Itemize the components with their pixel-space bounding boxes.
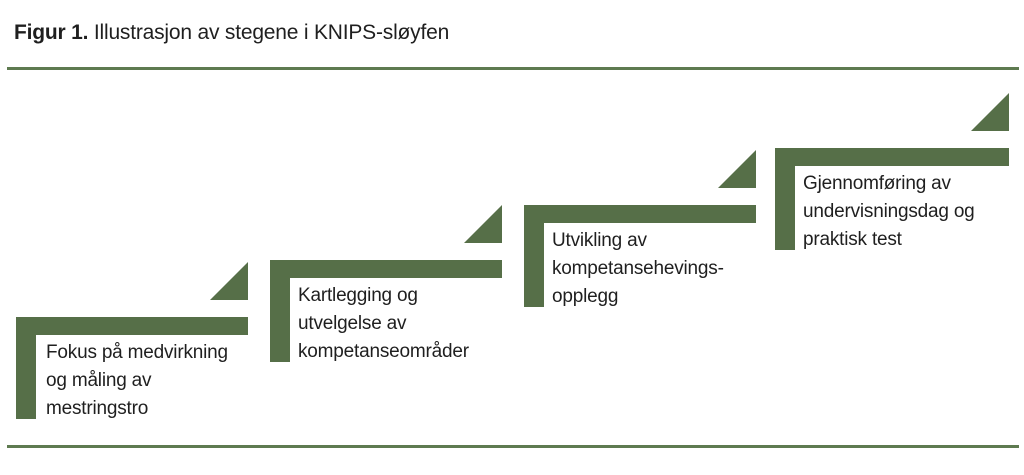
step-4-label: Gjennomføring av undervisningsdag og pra… xyxy=(803,170,1021,254)
figure-title: Figur 1. Illustrasjon av stegene i KNIPS… xyxy=(14,20,449,46)
step-4-vertical-bar xyxy=(775,148,795,250)
step-1-label: Fokus på medvirkning og måling av mestri… xyxy=(46,339,264,423)
step-3-vertical-bar xyxy=(524,205,544,307)
step-2-label-line: kompetanseområder xyxy=(298,341,469,362)
step-3-horizontal-bar xyxy=(524,205,756,223)
step-3-arrow-triangle-icon xyxy=(718,150,756,188)
step-2-label-line: utvelgelse av xyxy=(298,313,407,334)
figure-title-text: Illustrasjon av stegene i KNIPS-sløyfen xyxy=(88,21,450,44)
figure-number-label: Figur 1. xyxy=(14,21,89,44)
step-1-arrow-triangle-icon xyxy=(210,262,248,300)
step-3-label-line: opplegg xyxy=(552,286,619,307)
step-4-label-line: praktisk test xyxy=(803,229,902,250)
step-1-horizontal-bar xyxy=(16,317,248,335)
step-2-horizontal-bar xyxy=(270,260,502,278)
step-3-label-line: kompetansehevings- xyxy=(552,258,724,279)
step-1-label-line: Fokus på medvirkning xyxy=(46,342,228,363)
step-4-horizontal-bar xyxy=(775,148,1009,166)
step-1-label-line: og måling av xyxy=(46,370,152,391)
step-2-label-line: Kartlegging og xyxy=(298,285,418,306)
bottom-rule xyxy=(7,445,1019,448)
step-2-vertical-bar xyxy=(270,260,290,362)
step-4-label-line: Gjennomføring av xyxy=(803,173,951,194)
step-4-label-line: undervisningsdag og xyxy=(803,201,975,222)
step-2-arrow-triangle-icon xyxy=(464,205,502,243)
step-4-arrow-triangle-icon xyxy=(971,93,1009,131)
step-3-label-line: Utvikling av xyxy=(552,230,647,251)
step-2-label: Kartlegging og utvelgelse av kompetanseo… xyxy=(298,282,516,366)
top-rule xyxy=(7,67,1019,70)
step-3-label: Utvikling av kompetansehevings- opplegg xyxy=(552,227,770,311)
step-1-vertical-bar xyxy=(16,317,36,419)
step-1-label-line: mestringstro xyxy=(46,398,149,419)
